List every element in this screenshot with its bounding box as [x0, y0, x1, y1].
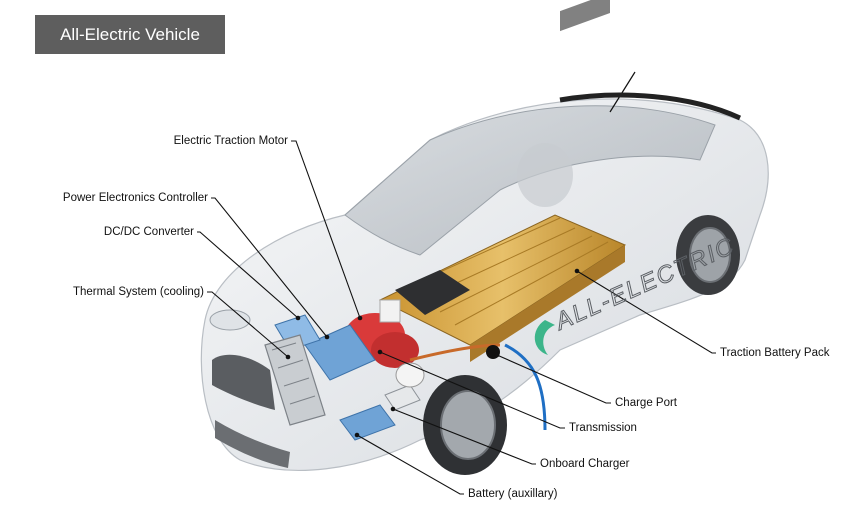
label-transmission: Transmission — [569, 422, 637, 434]
front-grille — [212, 354, 275, 410]
windshield-glass — [344, 105, 716, 256]
label-thermal-system: Thermal System (cooling) — [72, 286, 204, 298]
thermal-radiator — [264, 334, 326, 426]
diagram-title: All-Electric Vehicle — [35, 15, 225, 54]
reservoir — [395, 362, 425, 388]
aux-battery — [339, 404, 396, 441]
roof-stripe — [559, 92, 742, 121]
label-traction-battery-pack: Traction Battery Pack — [720, 347, 830, 359]
label-charge-port: Charge Port — [615, 397, 678, 409]
traction-battery-pack — [378, 0, 627, 362]
rear-wheel — [676, 215, 740, 295]
label-power-electronics-controller: Power Electronics Controller — [62, 192, 208, 204]
onboard-charger — [384, 384, 421, 411]
label-onboard-charger: Onboard Charger — [540, 458, 630, 470]
label-aux-battery: Battery (auxillary) — [468, 488, 558, 500]
green-logo — [534, 320, 555, 355]
battery-modules-dark — [395, 270, 470, 315]
label-electric-traction-motor: Electric Traction Motor — [173, 135, 288, 147]
label-dcdc-converter: DC/DC Converter — [103, 226, 194, 238]
lower-grille — [215, 420, 290, 468]
front-wheel — [423, 375, 507, 475]
charge-cable — [504, 343, 547, 431]
